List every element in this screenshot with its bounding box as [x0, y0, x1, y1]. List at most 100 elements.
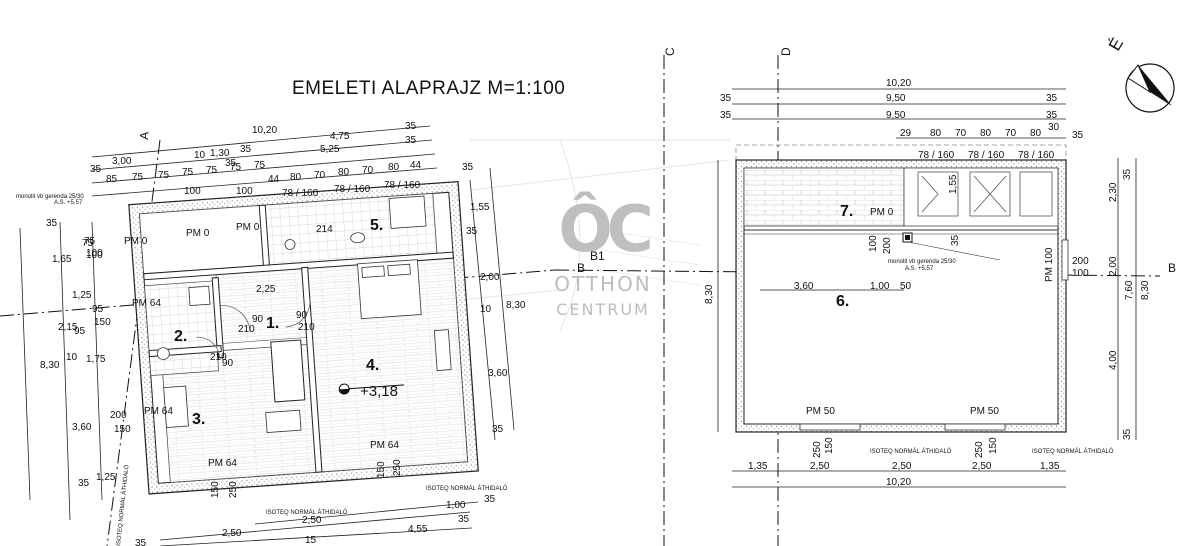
dim: 35	[135, 538, 147, 546]
dim: 3,60	[488, 368, 508, 379]
dim: 35	[1122, 168, 1133, 180]
room-number: 6.	[836, 293, 849, 310]
dim: 200	[882, 237, 893, 254]
beam-label: monolit vb gerenda 25/30	[888, 259, 956, 265]
dim: 90	[296, 310, 308, 321]
beam-level: A.S. +5,57	[54, 200, 83, 206]
dim: 35	[405, 135, 417, 146]
dim: 70	[1005, 128, 1017, 139]
otthon-centrum-watermark: ÔC OTTHON CENTRUM	[548, 198, 658, 319]
axis-label: B1	[590, 249, 605, 263]
dim: 10,20	[886, 477, 911, 488]
room-number: 7.	[840, 203, 853, 220]
dim: 35	[1122, 428, 1133, 440]
dim: 75	[182, 167, 194, 178]
window-label: 78 / 160	[968, 150, 1005, 161]
pm-label: PM 64	[208, 458, 237, 469]
room-number: 1.	[266, 315, 279, 332]
dim: 1,65	[52, 254, 72, 265]
dim: 95	[74, 326, 86, 337]
north-arrow-icon	[1125, 63, 1175, 113]
left-floor-plan	[128, 180, 479, 495]
dim: 1,25	[72, 290, 92, 301]
dim: 35	[1072, 130, 1084, 141]
dim: 80	[930, 128, 942, 139]
dim: 35	[484, 494, 496, 505]
dim: 50	[900, 281, 912, 292]
pm-label: PM 64	[144, 406, 173, 417]
dim: 1,75	[86, 354, 106, 365]
dim: 80	[290, 172, 302, 183]
room-number: 2.	[174, 328, 187, 345]
dim: 80	[388, 162, 400, 173]
dim: 2,50	[892, 461, 912, 472]
beam-level: A.S. +5,57	[905, 266, 934, 272]
dim: 7,60	[1124, 280, 1135, 300]
dim: 35	[466, 226, 478, 237]
dim: 4,75	[330, 131, 350, 142]
otthon-centrum-logo-icon: ÔC	[558, 193, 653, 267]
dim: 2,25	[256, 284, 276, 295]
dim: 3,60	[72, 422, 92, 433]
dim: 75	[132, 172, 144, 183]
dim: 35	[405, 121, 417, 132]
dim: 35	[1046, 110, 1058, 121]
dim: 90	[252, 314, 264, 325]
pm-label: PM 0	[236, 222, 260, 233]
dim: 2,00	[1108, 256, 1119, 276]
dim: 75	[84, 236, 96, 247]
dim: 100	[86, 250, 103, 261]
lintel-label: ISOTEQ NORMÁL ÁTHIDALÓ	[1032, 448, 1114, 455]
dim: 1,55	[948, 174, 959, 194]
lintel-label: ISOTEQ NORMÁL ÁTHIDALÓ	[426, 485, 508, 492]
dim: 9,50	[886, 110, 906, 121]
dim: 80	[338, 167, 350, 178]
dim: 150	[988, 437, 999, 454]
dim: 4,55	[408, 524, 428, 535]
pm-label: PM 100	[1044, 247, 1055, 282]
dim: 1,55	[470, 202, 490, 213]
dim: 70	[314, 170, 326, 181]
dim: 80	[980, 128, 992, 139]
right-floor-plan	[735, 144, 1069, 433]
axis-label: C	[663, 47, 677, 56]
dim: 3,00	[112, 156, 132, 167]
dim: 70	[955, 128, 967, 139]
dim: 200	[1072, 256, 1089, 267]
pm-label: PM 0	[124, 236, 148, 247]
dim: 15	[305, 535, 317, 546]
beam-label: monolit vb gerenda 25/30	[16, 194, 84, 200]
dim: 35	[720, 110, 732, 121]
room-number: 3.	[192, 411, 205, 428]
pm-label: PM 64	[370, 440, 399, 451]
dim: 4,00	[1108, 350, 1119, 370]
dim: 35	[225, 158, 237, 169]
dim: 1,00	[446, 500, 466, 511]
dim: 44	[410, 160, 422, 171]
dim: 30	[1048, 122, 1060, 133]
window-label: 78 / 160	[384, 180, 421, 191]
dim: 5,25	[320, 144, 340, 155]
dim: 1,30	[210, 148, 230, 159]
dim: 35	[720, 93, 732, 104]
dim: 75	[158, 170, 170, 181]
dim: 35	[90, 164, 102, 175]
dim: 85	[106, 174, 118, 185]
dim: 1,35	[748, 461, 768, 472]
pm-label: PM 0	[870, 207, 894, 218]
dim: 75	[230, 162, 242, 173]
pm-label: PM 50	[970, 406, 999, 417]
lintel-label: ISOTEQ NORMÁL ÁTHIDALÓ	[266, 509, 348, 516]
dim: 150	[114, 424, 131, 435]
dim: 100	[868, 235, 879, 252]
dim: 75	[82, 238, 94, 249]
dim: 2,50	[302, 515, 322, 526]
dim: 100	[184, 186, 201, 197]
window-label: 78 / 160	[1018, 150, 1055, 161]
room-number: 4.	[366, 357, 379, 374]
window-label: 78 / 160	[334, 184, 371, 195]
dim: 80	[1030, 128, 1042, 139]
level-marker: +3,18	[360, 383, 398, 400]
dim: 35	[950, 234, 961, 246]
dim: 150	[94, 317, 111, 328]
